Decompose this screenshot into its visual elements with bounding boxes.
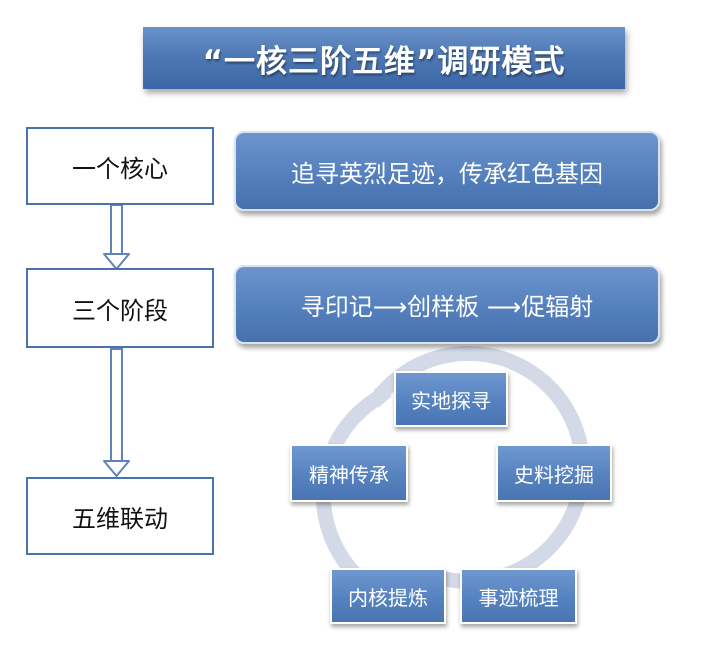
- cycle-node-spirit-inheritance: 精神传承: [290, 444, 408, 502]
- desc-box-phases: 寻印记⟶创样板 ⟶促辐射: [234, 265, 660, 344]
- desc-text-phases: 寻印记⟶创样板 ⟶促辐射: [300, 293, 594, 321]
- stage-label-dimensions: 五维联动: [72, 504, 168, 533]
- down-arrow-2: [103, 348, 130, 477]
- cycle-node-label: 内核提炼: [348, 585, 428, 610]
- desc-text-core: 追寻英烈足迹，传承红色基因: [291, 159, 603, 188]
- page-title: “一核三阶五维”调研模式: [202, 43, 566, 80]
- title-banner: “一核三阶五维”调研模式: [143, 27, 625, 89]
- cycle-node-field-visit: 实地探寻: [394, 371, 508, 427]
- stage-box-phases: 三个阶段: [26, 268, 214, 348]
- cycle-node-label: 史料挖掘: [514, 462, 594, 487]
- down-arrow-1: [103, 204, 130, 270]
- cycle-node-deeds-sorting: 事迹梳理: [460, 568, 577, 624]
- stage-box-core: 一个核心: [26, 127, 214, 205]
- desc-box-core: 追寻英烈足迹，传承红色基因: [234, 131, 660, 211]
- stage-label-phases: 三个阶段: [72, 296, 168, 325]
- cycle-node-label: 实地探寻: [411, 388, 491, 413]
- stage-label-core: 一个核心: [72, 154, 168, 183]
- stage-box-dimensions: 五维联动: [26, 477, 214, 555]
- cycle-node-label: 精神传承: [309, 462, 389, 487]
- cycle-arrowhead: [374, 388, 392, 408]
- cycle-node-core-refining: 内核提炼: [330, 568, 446, 624]
- cycle-node-label: 事迹梳理: [478, 585, 559, 610]
- cycle-node-history-mining: 史料挖掘: [496, 444, 612, 502]
